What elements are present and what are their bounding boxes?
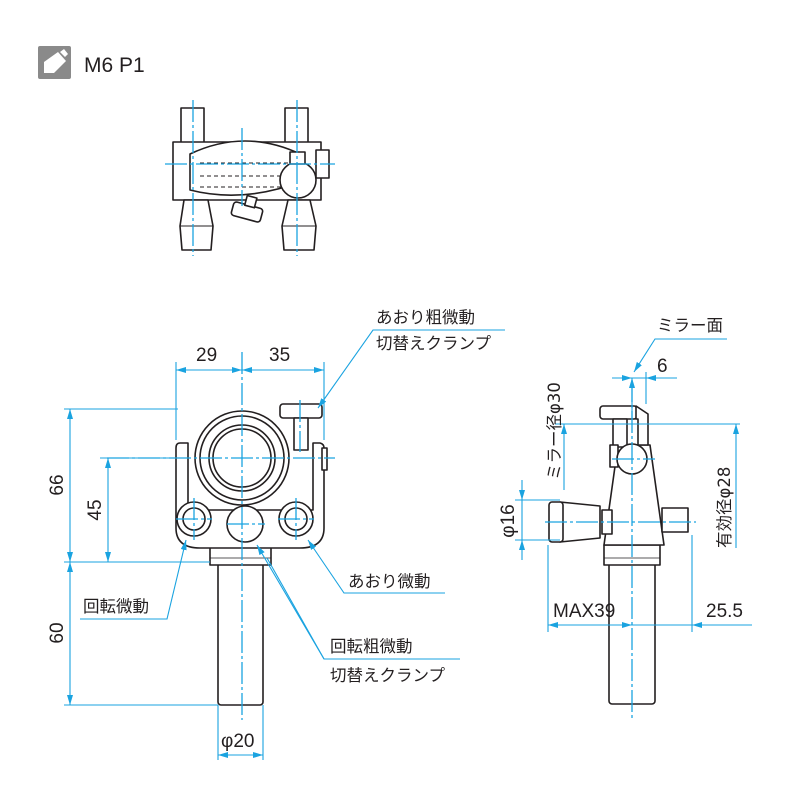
callout-tilt-fine: あおり微動 [348,572,431,591]
thread-label: M6 P1 [84,54,145,77]
dim-clear-aperture: 有効径φ28 [715,467,734,548]
callout-rotation-coarse-fine: 回転粗微動 [330,637,413,656]
callout-mirror-face: ミラー面 [657,316,723,335]
dim-mirror-face-offset: 6 [657,356,668,377]
mirror-mount-badge-icon [38,46,71,79]
header: M6 P1 [38,46,145,79]
top-view [165,100,335,256]
dim-height-center: 45 [85,499,106,520]
dim-post-length: 60 [47,622,68,643]
dim-mirror-diameter: ミラー径φ30 [545,382,564,480]
dim-max-left: MAX39 [553,601,615,622]
front-view: 29 35 66 45 60 φ20 あおり粗微動 切替えクランプ 回転微動 あ… [47,308,505,760]
callout-rotation-coarse-fine-clamp: 切替えクランプ [330,666,446,685]
dim-post-diameter: φ20 [221,731,254,752]
dim-height-total: 66 [47,474,68,495]
callout-rotation-fine: 回転微動 [83,597,149,616]
dim-right-offset: 25.5 [706,601,743,622]
dim-width-left: 29 [196,345,217,366]
dim-knob-diameter: φ16 [498,504,519,537]
side-view: 6 ミラー面 ミラー径φ30 有効径φ28 φ16 MAX39 25.5 [498,316,752,718]
callout-tilt-coarse-fine-clamp: 切替えクランプ [376,334,492,353]
callout-tilt-coarse-fine: あおり粗微動 [376,308,475,327]
dim-width-right: 35 [269,345,290,366]
